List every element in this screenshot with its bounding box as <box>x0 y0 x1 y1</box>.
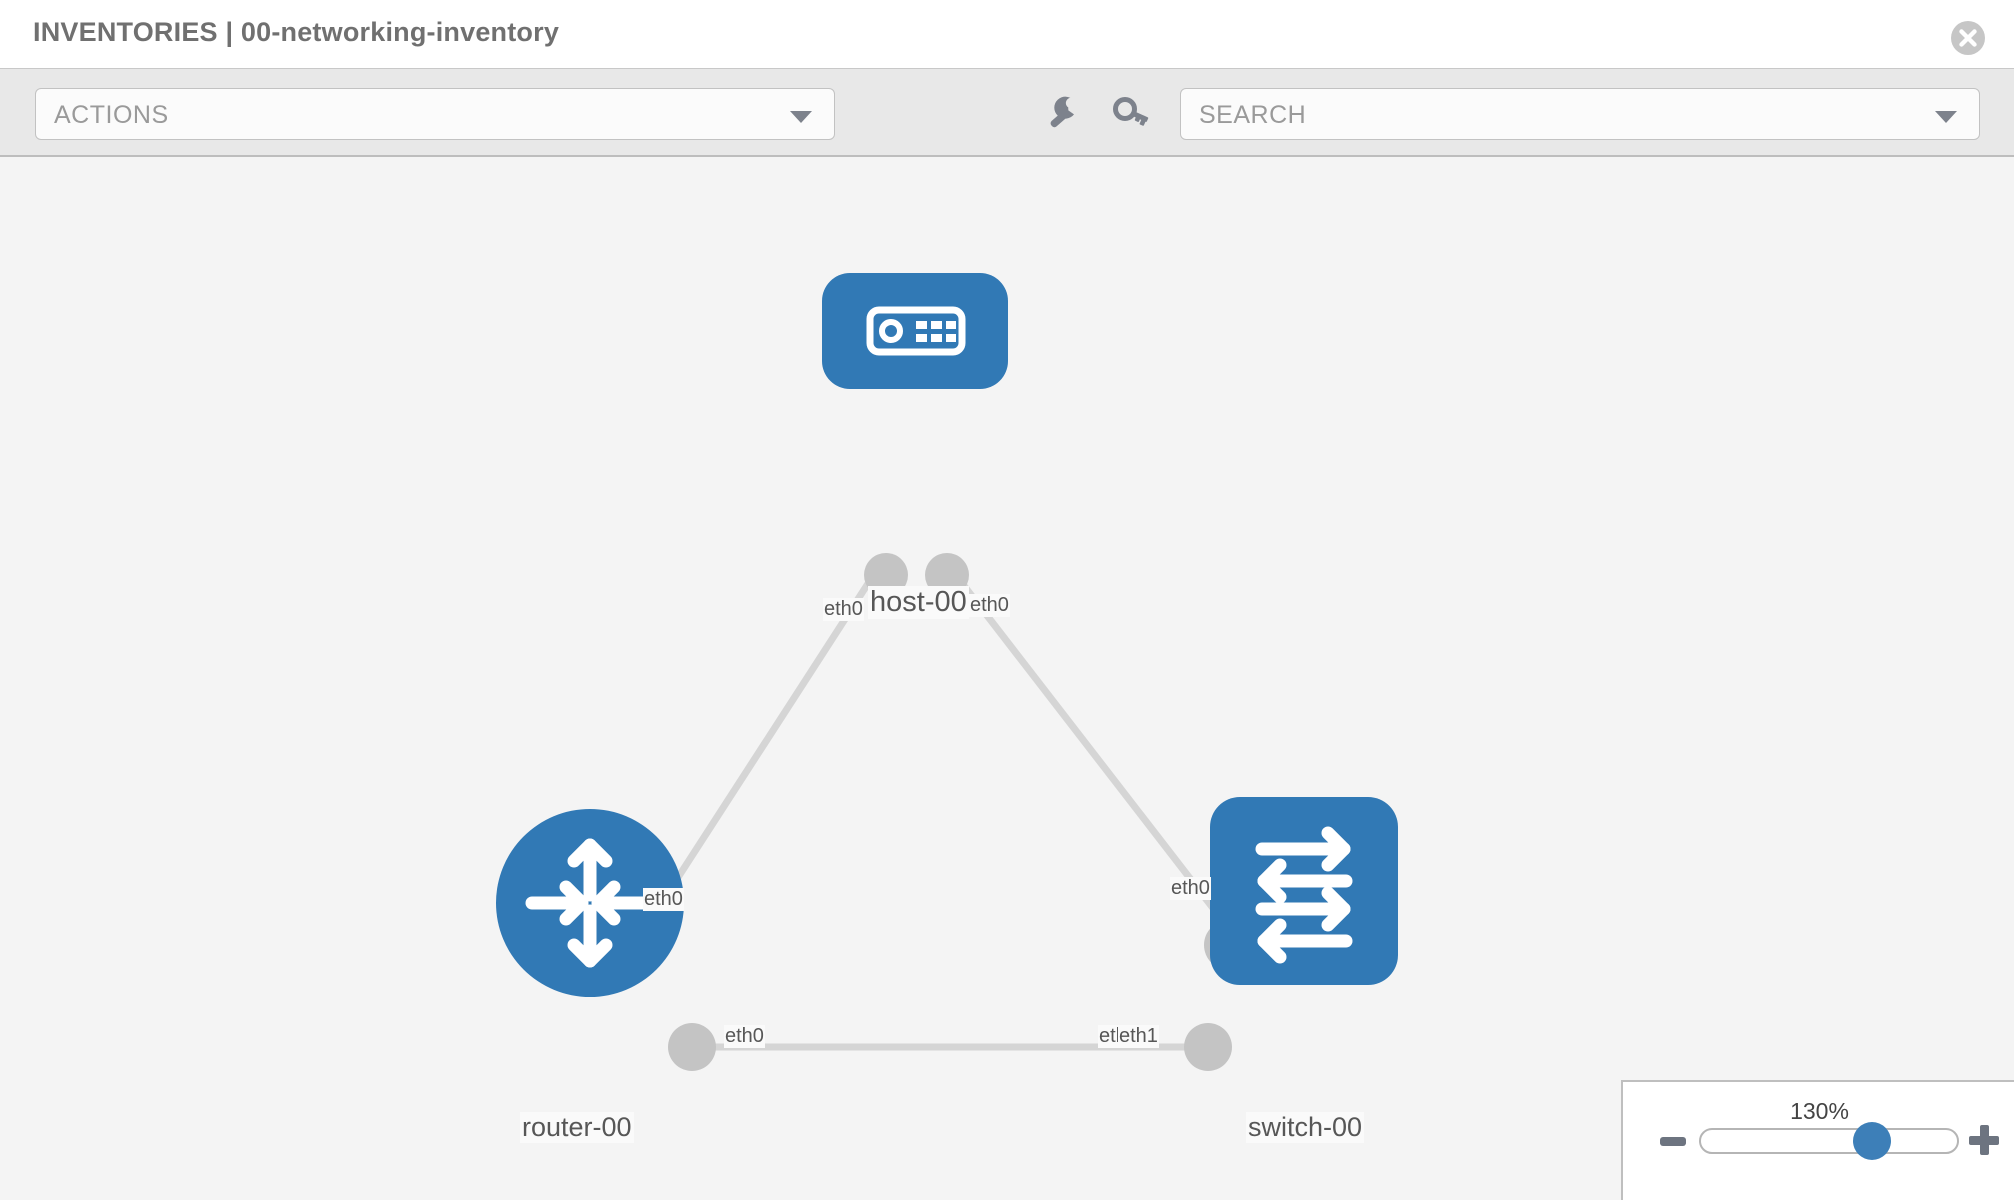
zoom-in-button[interactable] <box>1969 1125 1999 1155</box>
zoom-level-label: 130% <box>1790 1098 1849 1124</box>
switch-node-shape <box>1210 797 1398 985</box>
node-switch-00[interactable] <box>1210 797 1398 985</box>
zoom-out-button[interactable] <box>1660 1137 1686 1146</box>
node-router-00[interactable] <box>496 809 684 997</box>
iface-label: eth0 <box>823 598 864 621</box>
node-label-switch-00: switch-00 <box>1246 1112 1365 1143</box>
switch-arrows-icon <box>1255 826 1353 964</box>
topology-canvas[interactable]: host-00 router-00 <box>0 157 2014 1200</box>
connector-switch-west <box>1184 1023 1232 1071</box>
close-icon[interactable] <box>1950 20 1986 56</box>
key-icon[interactable] <box>1110 91 1154 135</box>
router-arrows-icon <box>525 838 655 968</box>
node-label-host-00: host-00 <box>868 586 969 619</box>
router-node-shape <box>496 809 684 997</box>
search-placeholder: SEARCH <box>1199 101 1307 129</box>
zoom-slider[interactable] <box>1699 1128 1959 1154</box>
actions-dropdown-label: ACTIONS <box>54 101 169 129</box>
iface-label: eth0 <box>1170 877 1211 900</box>
actions-dropdown[interactable]: ACTIONS <box>35 88 835 140</box>
close-circle-icon <box>1951 21 1985 55</box>
host-node-shape <box>822 273 1008 389</box>
connector-stubs <box>668 553 1254 1071</box>
server-appliance-icon <box>866 306 966 356</box>
connector-router-east <box>668 1023 716 1071</box>
toolbar: ACTIONS SEARCH <box>0 68 2014 157</box>
iface-label: eth0 <box>724 1025 765 1048</box>
page-title: INVENTORIES | 00-networking-inventory <box>33 17 560 47</box>
iface-label: eth1 <box>1118 1025 1159 1048</box>
iface-label: eth0 <box>643 888 684 911</box>
zoom-slider-thumb[interactable] <box>1853 1122 1891 1160</box>
chevron-down-icon <box>1935 111 1957 123</box>
search-input[interactable]: SEARCH <box>1180 88 1980 140</box>
zoom-control-panel: 130% <box>1621 1080 2014 1200</box>
iface-label: eth0 <box>969 594 1010 617</box>
wrench-icon[interactable] <box>1040 91 1084 135</box>
chevron-down-icon <box>790 111 812 123</box>
key-glyph <box>1113 97 1149 126</box>
node-host-00[interactable] <box>822 273 1008 389</box>
node-label-router-00: router-00 <box>520 1112 634 1143</box>
page-header: INVENTORIES | 00-networking-inventory <box>0 0 2014 68</box>
wrench-glyph <box>1050 96 1077 128</box>
